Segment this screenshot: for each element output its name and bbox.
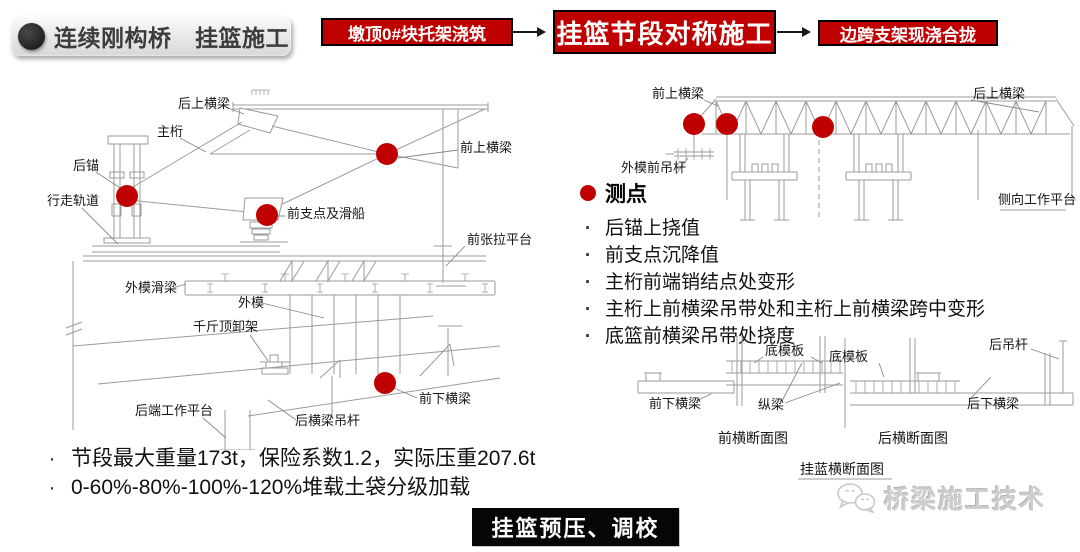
title-bullet-icon: [18, 22, 45, 50]
truss-front-view-drawing: 前上横梁 后上横梁 外模前吊杆 侧向工作平台: [621, 86, 1076, 221]
label-main-truss: 主桁: [157, 125, 183, 140]
label-front-upper-beam-right: 前上横梁: [652, 86, 704, 102]
label-rear-upper-beam: 后上横梁: [178, 97, 230, 112]
bullet-icon: ·: [584, 326, 592, 347]
caption-rear-section: 后横断面图: [878, 431, 948, 447]
note-text: 节段最大重量173t，保险系数1.2，实际压重207.6t: [71, 447, 536, 470]
watermark-text: 桥梁施工技术: [884, 486, 1047, 514]
label-side-work-platform: 侧向工作平台: [998, 192, 1076, 208]
label-jack-unload-frame: 千斤顶卸架: [193, 319, 258, 335]
measure-point-text: 主桁上前横梁吊带处和主桁上前横梁跨中变形: [605, 299, 986, 320]
measure-points-heading: 测点: [605, 183, 647, 206]
slide-title-pill: 连续刚构桥 挂篮施工: [11, 16, 291, 56]
truss-structure-lines: [666, 96, 1076, 221]
label-outer-form-front-hanger: 外模前吊杆: [621, 160, 686, 176]
measure-point-dot: [716, 113, 738, 135]
tiny-annotation-marks: [251, 89, 270, 95]
measure-point-dot: [116, 185, 138, 207]
flow-step-3-label: 边跨支架现浇合拢: [840, 25, 976, 45]
note-row: · 节段最大重量173t，保险系数1.2，实际压重207.6t: [40, 444, 650, 473]
note-text: 0-60%-80%-100%-120%堆载土袋分级加载: [71, 476, 471, 499]
bullet-icon: ·: [584, 272, 592, 293]
label-front-tension-platform: 前张拉平台: [467, 232, 532, 248]
list-item: · 前支点沉降值: [580, 242, 1072, 269]
hanging-basket-elevation-drawing: 后上横梁 主桁 后锚 行走轨道 前支点及滑船 前上横梁 前张拉平台 外模滑梁 外…: [47, 89, 532, 450]
flow-step-1: 墩顶0#块托架浇筑: [321, 18, 513, 46]
measure-point-text: 底篮前横梁吊带处挠度: [605, 326, 796, 347]
measure-point-text: 后锚上挠值: [605, 218, 701, 239]
flow-arrow-2-icon: [777, 27, 811, 37]
elevation-detail-ticks: [207, 89, 488, 293]
bullet-icon: ·: [584, 218, 592, 239]
list-item: · 主桁前端销结点处变形: [580, 269, 1072, 296]
flow-step-2-current: 挂篮节段对称施工: [553, 10, 776, 54]
label-front-lower-beam: 前下横梁: [419, 391, 471, 407]
elevation-leader-lines: [81, 107, 466, 439]
flow-arrow-1-icon: [513, 27, 546, 37]
measure-point-dot: [812, 116, 834, 138]
elevation-structure-lines: [65, 102, 501, 450]
flow-step-1-label: 墩顶0#块托架浇筑: [348, 24, 486, 44]
label-front-lower-beam-section: 前下横梁: [649, 396, 701, 412]
list-item: · 主桁上前横梁吊带处和主桁上前横梁跨中变形: [580, 296, 1072, 323]
label-rear-beam-hanger: 后横梁吊杆: [295, 414, 360, 429]
bullet-icon: ·: [584, 299, 592, 320]
watermark: 桥梁施工技术: [836, 480, 1046, 516]
label-outer-form: 外模: [238, 296, 264, 311]
measure-point-text: 主桁前端销结点处变形: [605, 272, 796, 293]
measure-points-section: 测点 · 后锚上挠值 · 前支点沉降值 · 主桁前端销结点处变形 · 主桁上前横…: [580, 178, 1072, 350]
label-outer-form-slide-beam: 外模滑梁: [125, 281, 177, 296]
label-front-upper-beam: 前上横梁: [460, 140, 512, 156]
label-bottom-form-left: 底模板: [765, 343, 804, 359]
page-title: 连续刚构桥 挂篮施工: [54, 25, 289, 51]
label-rear-upper-beam-right: 后上横梁: [973, 87, 1025, 102]
cross-section-lines: [637, 336, 1074, 428]
note-row: · 0-60%-80%-100%-120%堆载土袋分级加载: [40, 473, 650, 502]
label-bottom-form-right: 底模板: [829, 349, 868, 365]
label-travel-track: 行走轨道: [47, 194, 99, 209]
truss-leader-lines: [675, 99, 1040, 175]
measure-point-dot: [376, 143, 398, 165]
bullet-icon: ·: [48, 476, 56, 499]
measure-point-dot: [256, 204, 278, 226]
measure-point-text: 前支点沉降值: [605, 245, 720, 266]
cross-section-drawing: 底模板 底模板 后吊杆 前下横梁 纵梁 后下横梁 前横断面图 后横断面图 挂蓝横…: [637, 336, 1074, 480]
red-dot-icon: [580, 185, 596, 201]
list-item: · 后锚上挠值: [580, 215, 1072, 242]
cross-section-leader-lines: [695, 348, 1060, 404]
bullet-icon: ·: [584, 245, 592, 266]
label-rear-lower-beam: 后下横梁: [967, 397, 1019, 412]
label-rear-anchor: 后锚: [73, 159, 99, 174]
label-front-support: 前支点及滑船: [287, 206, 365, 222]
flow-step-2-label: 挂篮节段对称施工: [556, 18, 773, 49]
caption-front-section: 前横断面图: [718, 430, 788, 447]
preload-notes: · 节段最大重量173t，保险系数1.2，实际压重207.6t · 0-60%-…: [40, 444, 650, 502]
stage-label-box: 挂篮预压、调校: [472, 508, 679, 546]
wechat-icon: [837, 483, 876, 514]
measure-points-header: 测点: [580, 178, 1072, 208]
label-longitudinal-beam: 纵梁: [758, 398, 784, 413]
label-rear-hanger-rod: 后吊杆: [989, 338, 1028, 353]
label-rear-work-platform: 后端工作平台: [135, 404, 213, 419]
caption-overall-section: 挂蓝横断面图: [800, 462, 884, 478]
list-item: · 底篮前横梁吊带处挠度: [580, 323, 1072, 350]
bullet-icon: ·: [48, 447, 56, 470]
measure-point-dot: [374, 372, 396, 394]
measure-point-dot: [683, 113, 705, 135]
stage-label: 挂篮预压、调校: [491, 516, 660, 541]
flow-step-3: 边跨支架现浇合拢: [818, 20, 998, 46]
